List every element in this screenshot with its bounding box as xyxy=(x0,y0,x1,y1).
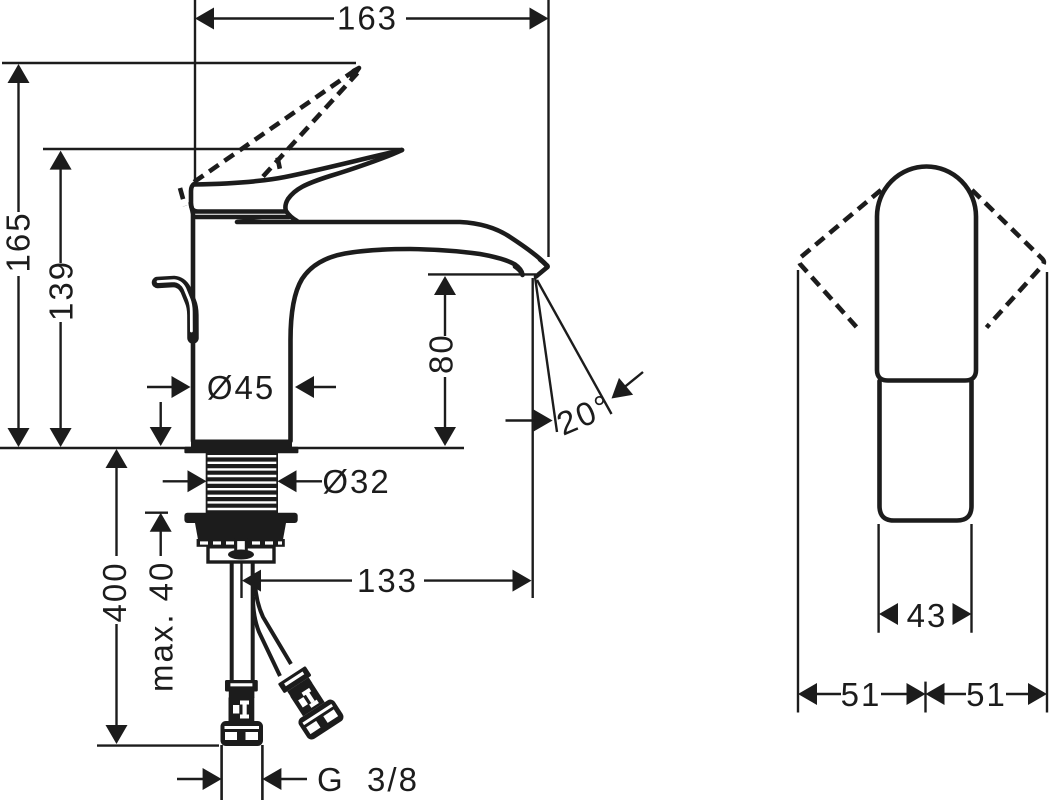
svg-text:Ø45: Ø45 xyxy=(207,369,275,406)
svg-text:133: 133 xyxy=(357,562,418,599)
svg-text:G 3/8: G 3/8 xyxy=(317,761,419,798)
svg-text:43: 43 xyxy=(907,597,948,634)
svg-text:165: 165 xyxy=(0,211,37,272)
svg-text:139: 139 xyxy=(43,260,80,321)
svg-text:51: 51 xyxy=(841,676,882,713)
svg-text:80: 80 xyxy=(423,333,460,374)
svg-text:max. 40: max. 40 xyxy=(143,561,180,692)
svg-text:Ø32: Ø32 xyxy=(322,463,390,500)
svg-text:163: 163 xyxy=(337,0,398,37)
svg-text:51: 51 xyxy=(966,676,1007,713)
svg-text:400: 400 xyxy=(96,561,133,622)
